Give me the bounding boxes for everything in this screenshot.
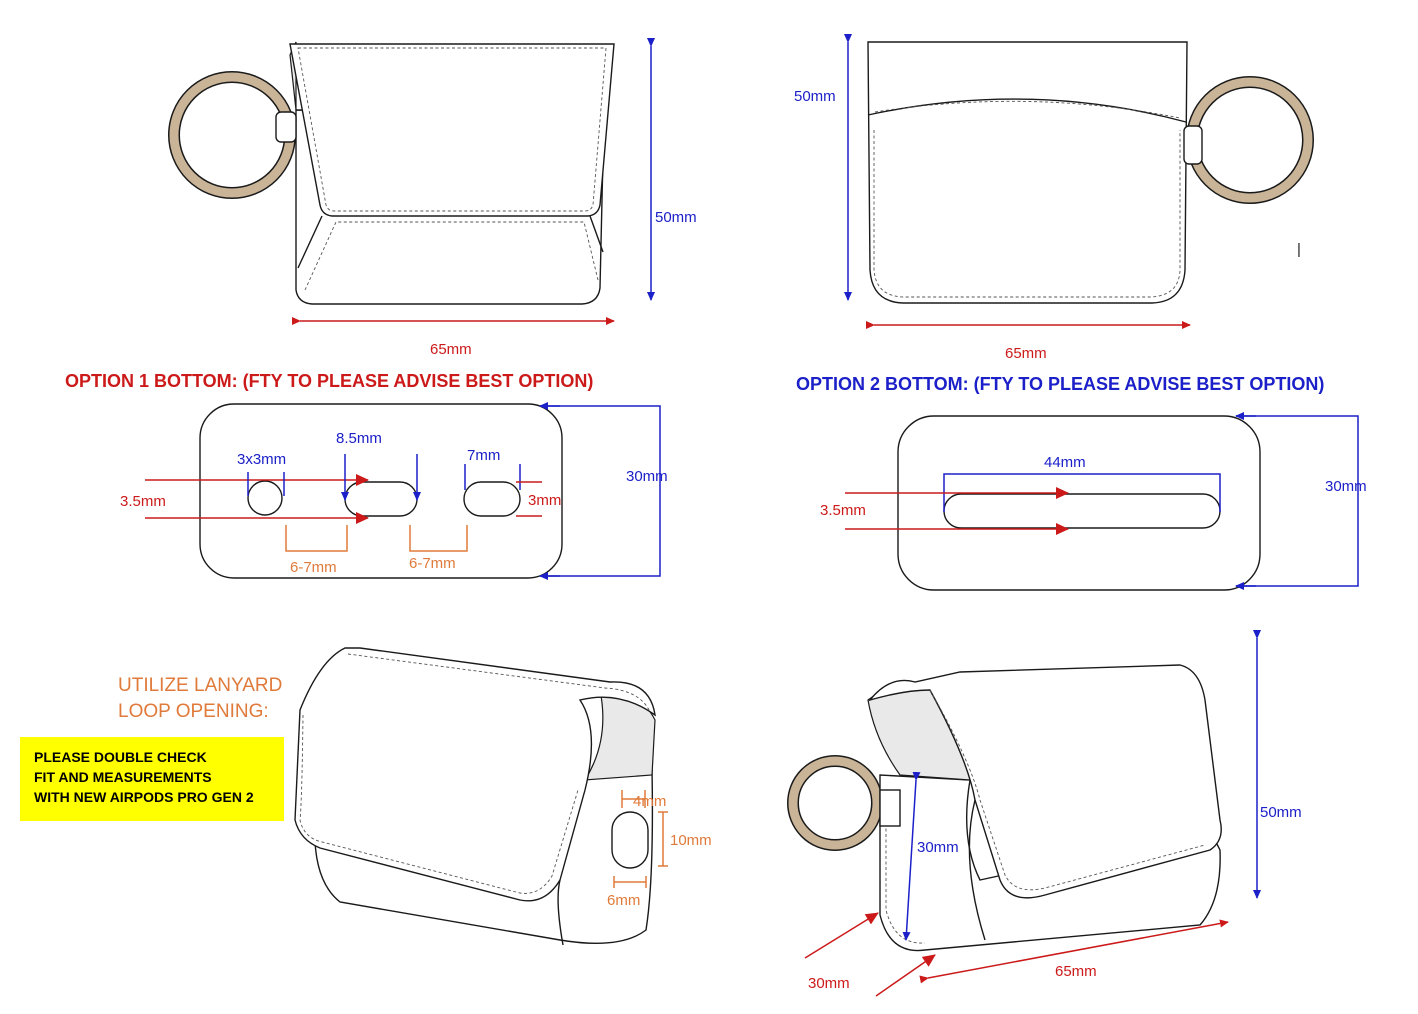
lanyard-note: UTILIZE LANYARD LOOP OPENING:	[118, 673, 282, 725]
option2-heading: OPTION 2 BOTTOM: (FTY TO PLEASE ADVISE B…	[796, 374, 1324, 394]
perspective-left	[294, 647, 668, 946]
spacing-a-label: 6-7mm	[290, 559, 337, 576]
lanyard-note-line: LOOP OPENING:	[118, 701, 269, 722]
slot-hole	[344, 481, 418, 517]
opening-height-label: 10mm	[670, 832, 712, 849]
loop-tab	[1183, 125, 1203, 165]
hole-size-label: 3x3mm	[237, 451, 286, 468]
perspective-right	[787, 630, 1261, 997]
spacing-b-label: 6-7mm	[409, 555, 456, 572]
right-inner-label: 30mm	[917, 839, 959, 856]
long-slot	[943, 493, 1221, 529]
stray-mark: |	[1297, 241, 1301, 258]
front-height-label: 50mm	[655, 209, 697, 226]
option1-depth-label: 30mm	[626, 468, 668, 485]
option2-edge-label: 3.5mm	[820, 502, 866, 519]
note-line: FIT AND MEASUREMENTS	[34, 769, 212, 785]
edge-offset-label: 3.5mm	[120, 493, 166, 510]
option2-bottom	[845, 412, 1359, 591]
slot-length-label: 8.5mm	[336, 430, 382, 447]
slot-height-label: 3mm	[528, 492, 561, 509]
fit-check-note: PLEASE DOUBLE CHECK FIT AND MEASUREMENTS…	[20, 737, 284, 821]
opening-width-label: 6mm	[607, 892, 640, 909]
front-width-label: 65mm	[430, 341, 472, 358]
lanyard-opening	[611, 811, 649, 869]
right-width-label: 65mm	[1055, 963, 1097, 980]
back-view	[844, 34, 1314, 329]
option2-depth-label: 30mm	[1325, 478, 1367, 495]
note-line: WITH NEW AIRPODS PRO GEN 2	[34, 789, 254, 805]
right-depth-label: 30mm	[808, 975, 850, 992]
option1-bottom	[145, 402, 661, 580]
right-height-label: 50mm	[1260, 804, 1302, 821]
lanyard-note-line: UTILIZE LANYARD	[118, 675, 283, 696]
slot-hole	[463, 481, 521, 517]
option1-heading: OPTION 1 BOTTOM: (FTY TO PLEASE ADVISE B…	[65, 371, 593, 391]
long-slot-label: 44mm	[1044, 454, 1086, 471]
back-width-label: 65mm	[1005, 345, 1047, 362]
loop-tab	[275, 111, 297, 143]
front-view	[168, 38, 655, 325]
loop-tab	[879, 789, 901, 827]
opening-top-label: 4mm	[633, 793, 666, 810]
note-line: PLEASE DOUBLE CHECK	[34, 749, 207, 765]
slot2-length-label: 7mm	[467, 447, 500, 464]
back-height-label: 50mm	[794, 88, 836, 105]
round-hole	[247, 480, 283, 516]
